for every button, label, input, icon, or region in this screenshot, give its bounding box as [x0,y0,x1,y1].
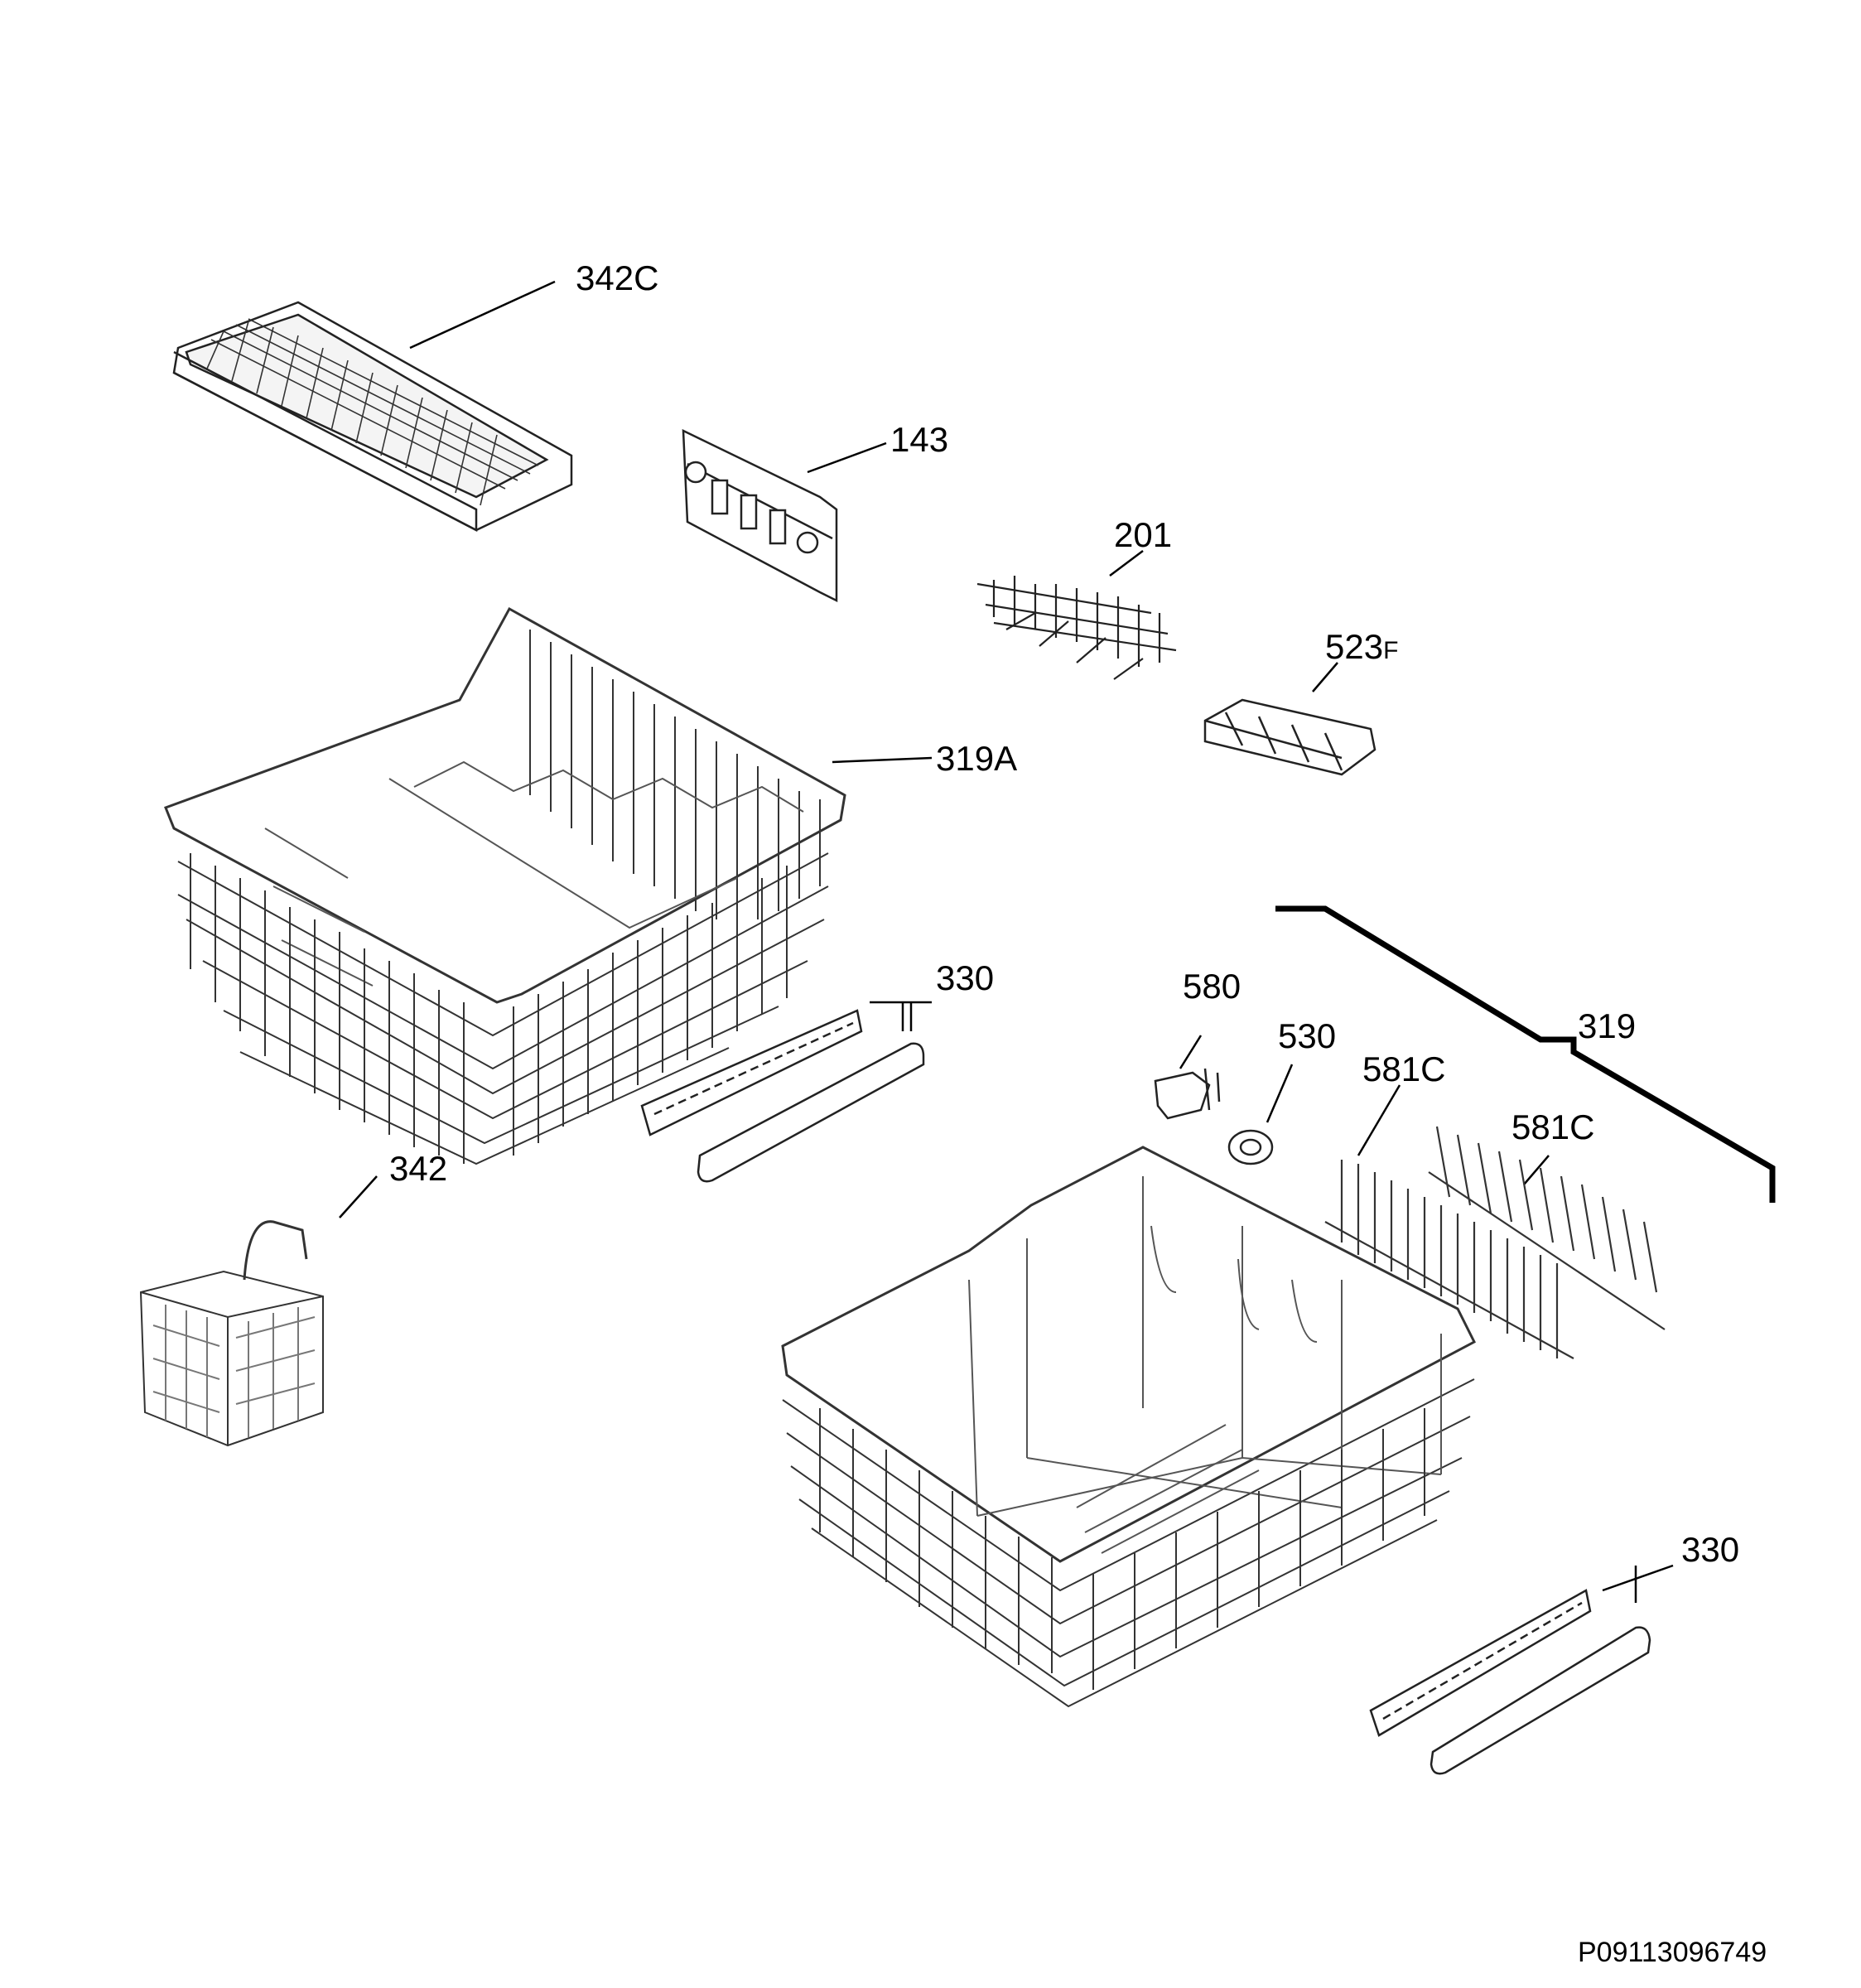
upper-basket-drawing [164,606,846,1165]
label-342: 342 [389,1149,448,1188]
label-330-upper: 330 [936,958,995,997]
cutlery-tray-drawing [172,301,573,533]
label-319: 319 [1578,1006,1637,1045]
leader-lines [339,280,1674,1603]
label-523f-number: 523 [1325,627,1384,666]
label-143: 143 [890,420,949,459]
label-530: 530 [1278,1016,1337,1055]
label-319a: 319A [936,739,1018,778]
tines-insert-drawing [976,576,1177,680]
tine-rows-drawing [1324,1126,1666,1359]
small-parts-drawing [1154,1068,1274,1165]
document-number: P09113096749 [1578,1937,1767,1968]
lower-basket-drawing [781,1146,1476,1708]
cup-shelf-drawing [682,428,838,603]
label-523f-suffix: F [1383,637,1399,664]
leader-143 [807,442,887,474]
leader-201 [1109,550,1144,577]
leader-342c [409,280,556,350]
part-580-shape [1154,1071,1211,1120]
leader-342 [339,1175,378,1218]
cutlery-basket-drawing [139,1220,324,1447]
label-581c-right: 581C [1511,1107,1595,1146]
upper-rail-drawing [640,1009,925,1183]
label-580: 580 [1183,967,1241,1006]
label-342c: 342C [576,258,659,297]
leader-581c-right [1523,1155,1550,1185]
label-330-lower: 330 [1681,1530,1740,1569]
lower-rail-drawing [1369,1589,1651,1775]
leader-580 [1179,1035,1203,1069]
leader-319a [832,756,933,764]
label-201: 201 [1114,515,1173,554]
label-523f: 523F [1325,630,1398,664]
leader-530 [1266,1064,1294,1123]
leader-523f [1312,662,1338,692]
leader-330-lower [1602,1564,1674,1592]
rack-insert-523f-drawing [1203,698,1376,776]
bracket-319 [1275,905,1776,1203]
label-581c-left: 581C [1362,1049,1446,1088]
leader-581c-left [1357,1084,1401,1156]
